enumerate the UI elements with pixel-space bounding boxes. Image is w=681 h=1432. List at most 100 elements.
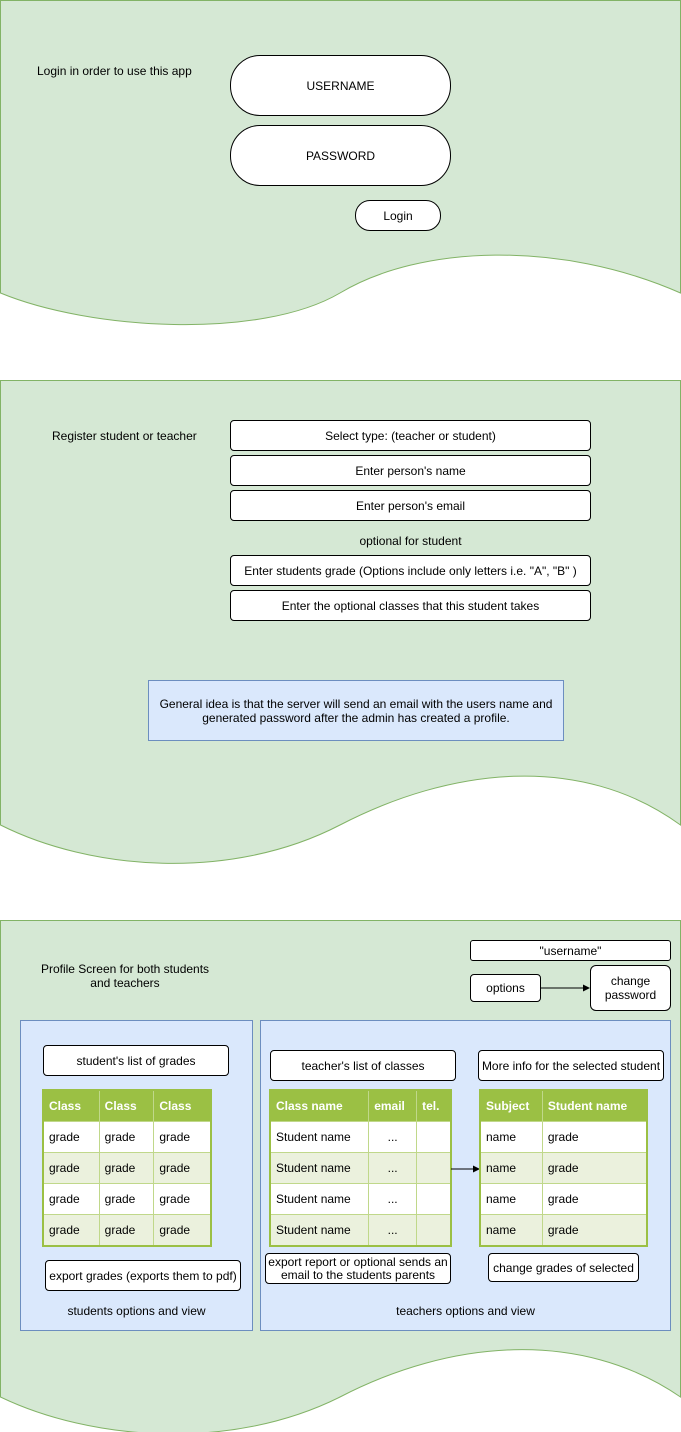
options-arrow — [541, 984, 590, 992]
table-header-cell: Subject — [480, 1090, 543, 1122]
table-cell — [416, 1214, 451, 1246]
change-grades-label: change grades of selected — [493, 1260, 634, 1275]
table-header-row: Subject Student name — [480, 1090, 648, 1122]
table-cell: grade — [541, 1152, 648, 1184]
login-caption: Login in order to use this app — [37, 64, 192, 78]
table-cell: grade — [541, 1183, 648, 1215]
grade-field[interactable]: Enter students grade (Options include on… — [230, 555, 591, 586]
select-type-label: Select type: (teacher or student) — [325, 428, 496, 443]
table-row[interactable]: grade grade grade — [43, 1183, 211, 1215]
table-cell: grade — [153, 1152, 211, 1184]
table-cell: grade — [98, 1152, 155, 1184]
table-cell: grade — [43, 1214, 100, 1246]
table-header-cell: email — [368, 1090, 418, 1122]
teacher-classes-title-text: teacher's list of classes — [301, 1058, 425, 1073]
grade-label: Enter students grade (Options include on… — [244, 563, 577, 578]
table-cell: Student name — [269, 1121, 370, 1153]
password-label: PASSWORD — [305, 148, 376, 163]
name-field[interactable]: Enter person's name — [230, 455, 591, 486]
table-cell: ... — [368, 1214, 418, 1246]
table-row[interactable]: name grade — [480, 1214, 648, 1246]
login-button[interactable]: Login — [355, 200, 441, 231]
login-button-label: Login — [383, 208, 413, 223]
name-label: Enter person's name — [355, 463, 466, 478]
export-grades-label: export grades (exports them to pdf) — [49, 1268, 237, 1283]
table-cell: Student name — [269, 1214, 370, 1246]
table-header-cell: Class name — [269, 1090, 370, 1122]
table-cell: grade — [98, 1121, 155, 1153]
table-cell — [416, 1121, 451, 1153]
register-section-bg — [0, 380, 681, 864]
register-caption: Register student or teacher — [52, 429, 197, 443]
password-field[interactable]: PASSWORD — [230, 125, 451, 186]
table-cell: grade — [541, 1121, 648, 1153]
username-label: USERNAME — [306, 78, 375, 93]
table-row[interactable]: grade grade grade — [43, 1214, 211, 1246]
table-cell: grade — [43, 1121, 100, 1153]
server-note-text: General idea is that the server will sen… — [159, 696, 553, 725]
table-row[interactable]: Student name ... — [269, 1121, 451, 1153]
optional-label: optional for student — [359, 534, 462, 548]
table-cell: Student name — [269, 1152, 370, 1184]
classes-label: Enter the optional classes that this stu… — [281, 598, 540, 613]
table-row[interactable]: name grade — [480, 1152, 648, 1184]
options-button[interactable]: options — [470, 974, 541, 1002]
teacher-panel-footer: teachers options and view — [396, 1304, 535, 1318]
classes-field[interactable]: Enter the optional classes that this stu… — [230, 590, 591, 621]
table-cell: name — [480, 1152, 543, 1184]
profile-caption: Profile Screen for both students and tea… — [40, 962, 210, 990]
export-report-button[interactable]: export report or optional sends an email… — [265, 1253, 451, 1284]
table-row[interactable]: name grade — [480, 1183, 648, 1215]
table-header-cell: Class — [153, 1090, 211, 1122]
table-cell: grade — [43, 1183, 100, 1215]
table-header-cell: tel. — [416, 1090, 451, 1122]
table-cell: grade — [541, 1214, 648, 1246]
email-label: Enter person's email — [355, 498, 465, 513]
options-label: options — [486, 981, 525, 995]
student-grades-title-text: student's list of grades — [76, 1053, 196, 1068]
username-display: "username" — [470, 940, 671, 961]
table-cell: name — [480, 1121, 543, 1153]
student-panel-footer: students options and view — [67, 1304, 206, 1318]
student-grades-table: Class Class Class grade grade grade grad… — [42, 1089, 212, 1247]
table-cell: name — [480, 1183, 543, 1215]
table-cell: grade — [153, 1121, 211, 1153]
table-row[interactable]: Student name ... — [269, 1214, 451, 1246]
table-cell: grade — [153, 1183, 211, 1215]
student-grades-title: student's list of grades — [43, 1045, 229, 1076]
table-row[interactable]: Student name ... — [269, 1183, 451, 1215]
export-grades-button[interactable]: export grades (exports them to pdf) — [45, 1260, 241, 1291]
selection-arrow — [451, 1165, 480, 1173]
table-cell: grade — [43, 1152, 100, 1184]
table-cell — [416, 1152, 451, 1184]
table-header-cell: Class — [43, 1090, 100, 1122]
table-cell — [416, 1183, 451, 1215]
student-detail-table: Subject Student name name grade name gra… — [479, 1089, 648, 1247]
more-info-text: More info for the selected student — [481, 1058, 661, 1073]
table-cell: ... — [368, 1121, 418, 1153]
table-row[interactable]: grade grade grade — [43, 1152, 211, 1184]
table-cell: ... — [368, 1152, 418, 1184]
table-header-cell: Class — [98, 1090, 155, 1122]
table-header-row: Class Class Class — [43, 1090, 211, 1122]
export-report-label: export report or optional sends an email… — [268, 1254, 448, 1282]
table-cell: ... — [368, 1183, 418, 1215]
change-password-button[interactable]: change password — [590, 965, 671, 1011]
email-field[interactable]: Enter person's email — [230, 490, 591, 521]
change-grades-button[interactable]: change grades of selected — [488, 1253, 639, 1282]
table-header-cell: Student name — [541, 1090, 648, 1122]
table-row[interactable]: Student name ... — [269, 1152, 451, 1184]
username-field[interactable]: USERNAME — [230, 55, 451, 116]
change-password-label: change password — [604, 974, 657, 1002]
table-cell: grade — [153, 1214, 211, 1246]
table-cell: Student name — [269, 1183, 370, 1215]
table-header-row: Class name email tel. — [269, 1090, 451, 1122]
select-type-field[interactable]: Select type: (teacher or student) — [230, 420, 591, 451]
table-cell: name — [480, 1214, 543, 1246]
table-cell: grade — [98, 1214, 155, 1246]
teacher-classes-title: teacher's list of classes — [270, 1050, 456, 1081]
username-text: "username" — [539, 943, 602, 958]
more-info-title: More info for the selected student — [478, 1050, 664, 1081]
table-row[interactable]: name grade — [480, 1121, 648, 1153]
table-row[interactable]: grade grade grade — [43, 1121, 211, 1153]
